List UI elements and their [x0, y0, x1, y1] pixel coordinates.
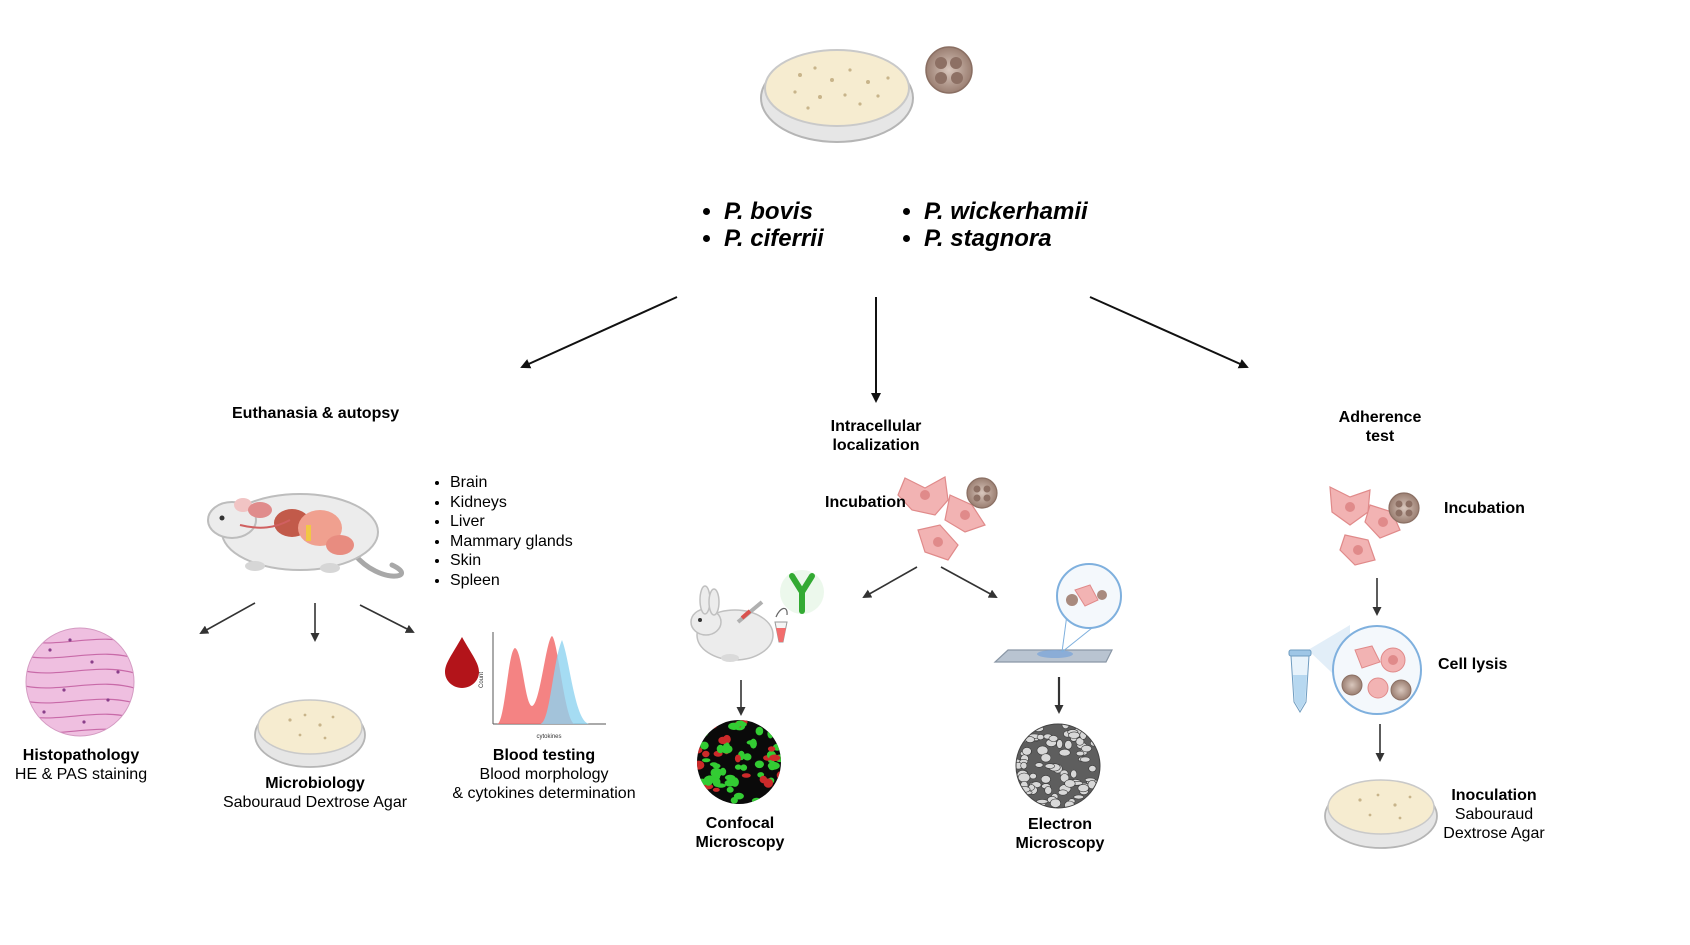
- confocal-line-2: Microscopy: [695, 834, 785, 851]
- arrow-to-electron: [940, 566, 998, 598]
- arrow-to-euthanasia: [520, 296, 678, 369]
- organ-item: Skin: [450, 551, 573, 571]
- inoculation-label: Inoculation Sabouraud Dextrose Agar: [1426, 786, 1562, 843]
- blood-testing-detail-2: & cytokines determination: [452, 785, 636, 802]
- host-cells-icon-right: [1329, 485, 1420, 566]
- species-item: P. ciferrii: [724, 225, 824, 252]
- arrow-to-adherence: [1089, 296, 1249, 369]
- histopathology-title: Histopathology: [22, 747, 140, 764]
- inoculation-title: Inoculation: [1451, 787, 1537, 804]
- organ-item: Mammary glands: [450, 532, 573, 552]
- electron-label: Electron Microscopy: [990, 815, 1130, 853]
- blood-testing-label: Blood testing Blood morphology & cytokin…: [433, 746, 655, 803]
- blood-drop-icon: [445, 637, 479, 688]
- histology-tissue-icon: [25, 627, 135, 737]
- organ-item: Liver: [450, 512, 573, 532]
- microbiology-title: Microbiology: [265, 775, 365, 792]
- adherence-title-line-1: Adherence: [1338, 409, 1422, 426]
- blood-testing-detail-1: Blood morphology: [479, 766, 609, 783]
- organ-item: Brain: [450, 473, 573, 493]
- cell-lysis-label: Cell lysis: [1438, 656, 1508, 673]
- arrow-to-confocal: [862, 566, 918, 598]
- histogram-xlabel: cytokines: [536, 734, 561, 740]
- electron-micrograph-icon: [1015, 723, 1101, 809]
- electron-line-2: Microscopy: [1015, 835, 1105, 852]
- histogram-ylabel: Count: [479, 672, 485, 688]
- euthanasia-title: Euthanasia & autopsy: [232, 405, 400, 422]
- blood-testing-title: Blood testing: [492, 747, 596, 764]
- confocal-image-icon: [697, 720, 781, 804]
- microbiology-label: Microbiology Sabouraud Dextrose Agar: [205, 774, 425, 812]
- confocal-line-1: Confocal: [705, 815, 775, 832]
- species-item: P. stagnora: [924, 225, 1088, 252]
- incubation-label-middle: Incubation: [825, 494, 906, 511]
- intracellular-title: Intracellular localization: [796, 417, 956, 455]
- syringe-icon: [736, 600, 788, 643]
- adherence-title-line-2: test: [1365, 428, 1395, 445]
- organ-list: Brain Kidneys Liver Mammary glands Skin …: [432, 473, 573, 590]
- intracellular-title-line-1: Intracellular: [830, 418, 922, 435]
- inoculation-detail-1: Sabouraud: [1454, 806, 1534, 823]
- organ-item: Kidneys: [450, 493, 573, 513]
- arrow-to-histopathology: [199, 602, 256, 634]
- cell-lysis-icon: [1288, 625, 1422, 715]
- confocal-cells: [697, 720, 781, 804]
- species-list-left: P. bovis P. ciferrii: [700, 198, 824, 252]
- species-item: P. bovis: [724, 198, 824, 225]
- incubation-label-right: Incubation: [1444, 500, 1525, 517]
- cytokine-histogram: cytokines Count: [479, 632, 606, 740]
- histopathology-label: Histopathology HE & PAS staining: [0, 746, 162, 784]
- rabbit-icon: [690, 585, 774, 662]
- inoculation-petri-dish-icon: [1324, 779, 1438, 849]
- adherence-title: Adherence test: [1320, 408, 1440, 446]
- top-petri-dish-icon: [760, 49, 914, 143]
- species-item: P. wickerhamii: [924, 198, 1088, 225]
- microbiology-detail: Sabouraud Dextrose Agar: [222, 794, 408, 811]
- microbiology-petri-dish-icon: [254, 699, 366, 768]
- histopathology-detail: HE & PAS staining: [14, 766, 148, 783]
- confocal-label: Confocal Microscopy: [670, 814, 810, 852]
- antibody-icon: [780, 570, 824, 614]
- species-list-right: P. wickerhamii P. stagnora: [900, 198, 1088, 252]
- prototheca-cell-icon: [925, 46, 973, 94]
- mouse-icon: [207, 493, 404, 579]
- intracellular-title-line-2: localization: [832, 437, 920, 454]
- inoculation-detail-2: Dextrose Agar: [1443, 825, 1545, 842]
- arrow-to-blood-testing: [359, 604, 415, 633]
- host-cells-icon-middle: [897, 476, 998, 561]
- electron-line-1: Electron: [1027, 816, 1092, 833]
- slide-with-zoom-icon: [993, 563, 1122, 663]
- organ-item: Spleen: [450, 571, 573, 591]
